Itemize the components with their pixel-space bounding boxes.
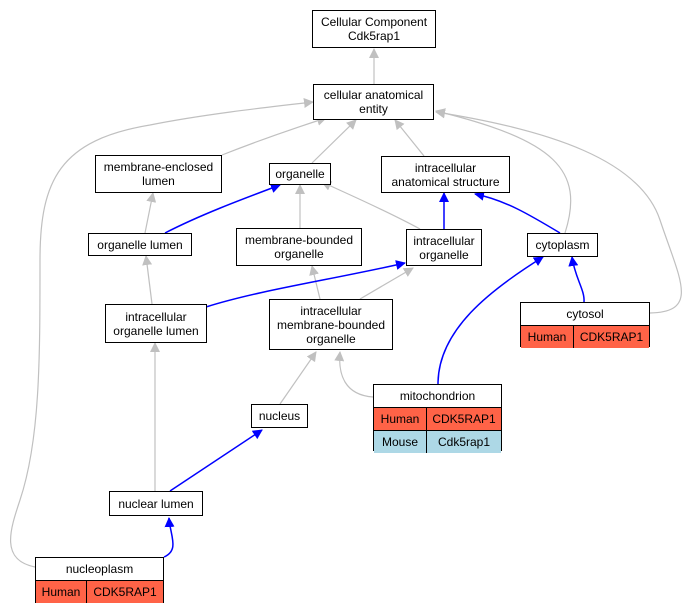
node-title: mitochondrion xyxy=(374,385,501,408)
edge-ias-to-cae xyxy=(394,119,425,157)
node-organelle-lumen[interactable]: organelle lumen xyxy=(88,233,192,256)
annotation-row: Human CDK5RAP1 xyxy=(374,408,501,431)
edge-nlumen-partof-nucleus xyxy=(169,429,263,492)
edge-cytosol-to-cae xyxy=(435,108,682,314)
node-organelle[interactable]: organelle xyxy=(269,163,331,185)
edge-mel-to-cae xyxy=(221,116,327,156)
node-cytosol[interactable]: cytosol Human CDK5RAP1 xyxy=(520,302,650,348)
node-nuclear-lumen[interactable]: nuclear lumen xyxy=(109,491,203,516)
edge-io-to-organelle xyxy=(321,181,421,230)
node-intracellular-organelle-lumen[interactable]: intracellular organelle lumen xyxy=(105,304,207,343)
edge-iol-to-olumen xyxy=(142,255,153,305)
edge-imbo-to-mbo xyxy=(309,265,321,300)
annotation-row: Mouse Cdk5rap1 xyxy=(374,431,501,453)
node-title: nucleoplasm xyxy=(36,558,163,581)
species-cell: Human xyxy=(36,581,87,603)
node-membrane-bounded-organelle[interactable]: membrane-bounded organelle xyxy=(236,228,362,266)
edge-imbo-to-io xyxy=(359,267,414,300)
node-intracellular-anatomical-structure[interactable]: intracellular anatomical structure xyxy=(381,156,510,193)
edge-mito-partof-cytoplasm xyxy=(437,256,544,385)
edge-cytosol-partof-cytoplasm xyxy=(568,256,585,303)
node-intracellular-membrane-bounded-organelle[interactable]: intracellular membrane-bounded organelle xyxy=(269,299,393,350)
annotation-row: Human CDK5RAP1 xyxy=(36,581,163,603)
edge-nucleus-to-imbo xyxy=(279,351,317,405)
gene-cell: CDK5RAP1 xyxy=(574,326,649,348)
edge-organelle-to-cae xyxy=(311,119,357,164)
node-nucleoplasm[interactable]: nucleoplasm Human CDK5RAP1 xyxy=(35,557,164,603)
edge-nucleoplasm-partof-nlumen xyxy=(163,517,175,558)
node-cytoplasm[interactable]: cytoplasm xyxy=(527,233,598,257)
node-mitochondrion[interactable]: mitochondrion Human CDK5RAP1 Mouse Cdk5r… xyxy=(373,384,502,453)
gene-cell: CDK5RAP1 xyxy=(427,408,501,430)
edge-nucleoplasm-to-cae xyxy=(10,98,314,568)
edge-olumen-to-mel xyxy=(144,192,157,234)
species-cell: Human xyxy=(374,408,427,430)
species-cell: Mouse xyxy=(374,431,427,453)
node-intracellular-organelle[interactable]: intracellular organelle xyxy=(406,229,482,266)
annotation-row: Human CDK5RAP1 xyxy=(521,326,649,348)
gene-cell: CDK5RAP1 xyxy=(87,581,163,603)
edge-olumen-partof-organelle xyxy=(164,183,281,234)
edge-cytoplasm-to-cae xyxy=(435,108,572,234)
node-cellular-anatomical-entity[interactable]: cellular anatomical entity xyxy=(313,84,434,120)
edge-mito-to-imbo xyxy=(334,351,374,398)
node-cellular-component-root[interactable]: Cellular Component Cdk5rap1 xyxy=(312,10,436,48)
node-membrane-enclosed-lumen[interactable]: membrane-enclosed lumen xyxy=(95,155,222,193)
gene-cell: Cdk5rap1 xyxy=(427,431,501,453)
node-title: cytosol xyxy=(521,303,649,326)
edge-iol-partof-io xyxy=(205,260,406,308)
edge-cytoplasm-partof-ias xyxy=(474,190,561,234)
node-nucleus[interactable]: nucleus xyxy=(251,404,308,428)
species-cell: Human xyxy=(521,326,574,348)
